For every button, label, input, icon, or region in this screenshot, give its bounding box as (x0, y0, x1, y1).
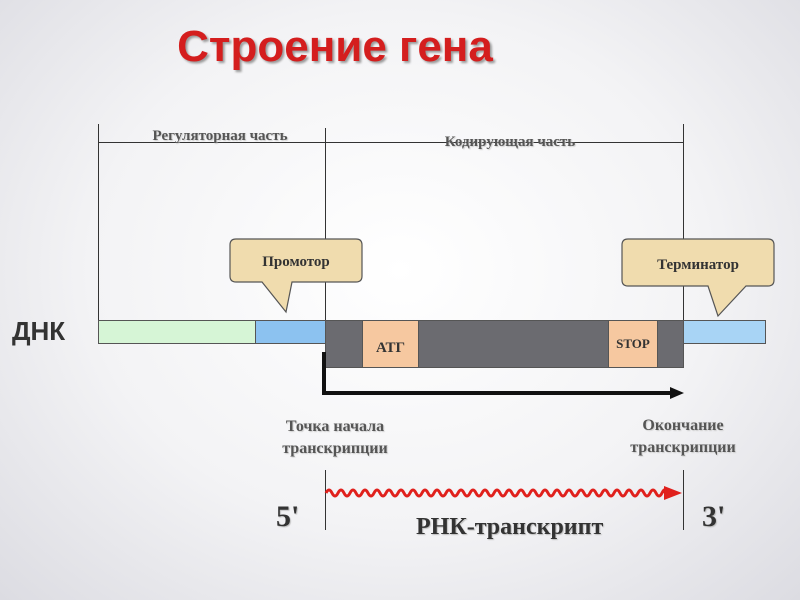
rna-transcript-label: РНК-транскрипт (416, 514, 604, 540)
regulatory-segment (98, 320, 256, 344)
dna-label: ДНК (12, 316, 66, 346)
rna-end-line (683, 470, 684, 530)
coding-region-label: Кодирующая часть (444, 134, 576, 150)
stop-codon-box (608, 320, 658, 368)
promoter-label: Промотор (262, 254, 330, 270)
regulatory-left-boundary (98, 124, 99, 320)
transcription-end-label: Окончание транскрипции (630, 417, 736, 456)
start-codon-box (362, 320, 419, 368)
region-bracket-line (98, 142, 683, 143)
regulatory-region-label: Регуляторная часть (152, 128, 288, 144)
regulatory-coding-boundary (325, 128, 326, 320)
stop-codon-label: STOP (616, 336, 650, 351)
start-codon-label: АТГ (375, 340, 406, 356)
terminator-label: Терминатор (657, 257, 739, 273)
terminator-callout (621, 238, 775, 318)
terminator-segment (683, 320, 766, 344)
three-prime-label: 3' (702, 500, 726, 533)
transcription-start-label: Точка начала транскрипции (282, 418, 388, 457)
page-title: Строение гена (177, 22, 493, 71)
promoter-segment (255, 320, 326, 344)
coding-right-boundary (683, 124, 684, 320)
rna-start-line (325, 470, 326, 530)
five-prime-label: 5' (276, 500, 300, 533)
promoter-callout (229, 238, 363, 314)
